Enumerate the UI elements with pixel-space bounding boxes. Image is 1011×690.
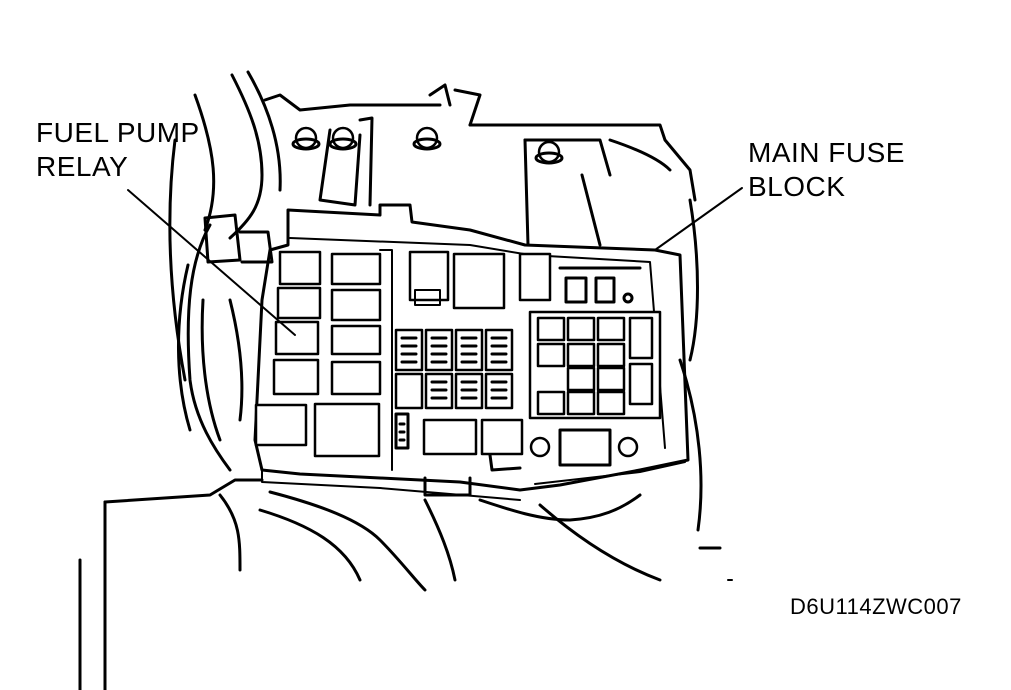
harness-left [168, 70, 282, 472]
main-fuse-block-label-line1: MAIN FUSE [748, 137, 905, 168]
fuel-pump-relay [274, 320, 320, 356]
central-fuses [394, 250, 552, 456]
lower-body-panels [78, 138, 733, 690]
bottom-bracket [423, 428, 639, 497]
fuel-pump-relay-leader [127, 189, 296, 336]
relay-stacks [254, 249, 393, 471]
main-fuse-grid [528, 266, 662, 420]
fuel-pump-relay-label-line2: RELAY [36, 151, 129, 182]
main-fuse-block-label-line2: BLOCK [748, 171, 846, 202]
main-fuse-block-leader [654, 187, 743, 251]
fuel-pump-relay-label-line1: FUEL PUMP [36, 117, 200, 148]
figure-code: D6U114ZWC007 [790, 594, 962, 619]
top-bracket [263, 83, 697, 247]
